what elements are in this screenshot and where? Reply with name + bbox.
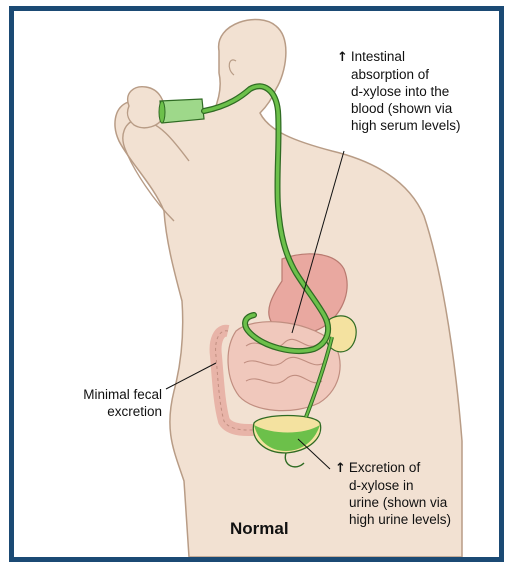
up-arrow-icon: ↑ [335, 461, 346, 476]
drinking-cup-icon [159, 99, 204, 123]
fecal-excretion-label: Minimal fecal excretion [42, 386, 162, 420]
figure-caption: Normal [230, 519, 289, 539]
absorption-label: ↑Intestinal absorption of d-xylose into … [337, 48, 461, 134]
figure-frame: ↑Intestinal absorption of d-xylose into … [9, 6, 504, 562]
up-arrow-icon: ↑ [337, 50, 348, 65]
urine-excretion-label: ↑Excretion of d-xylose in urine (shown v… [335, 459, 451, 528]
